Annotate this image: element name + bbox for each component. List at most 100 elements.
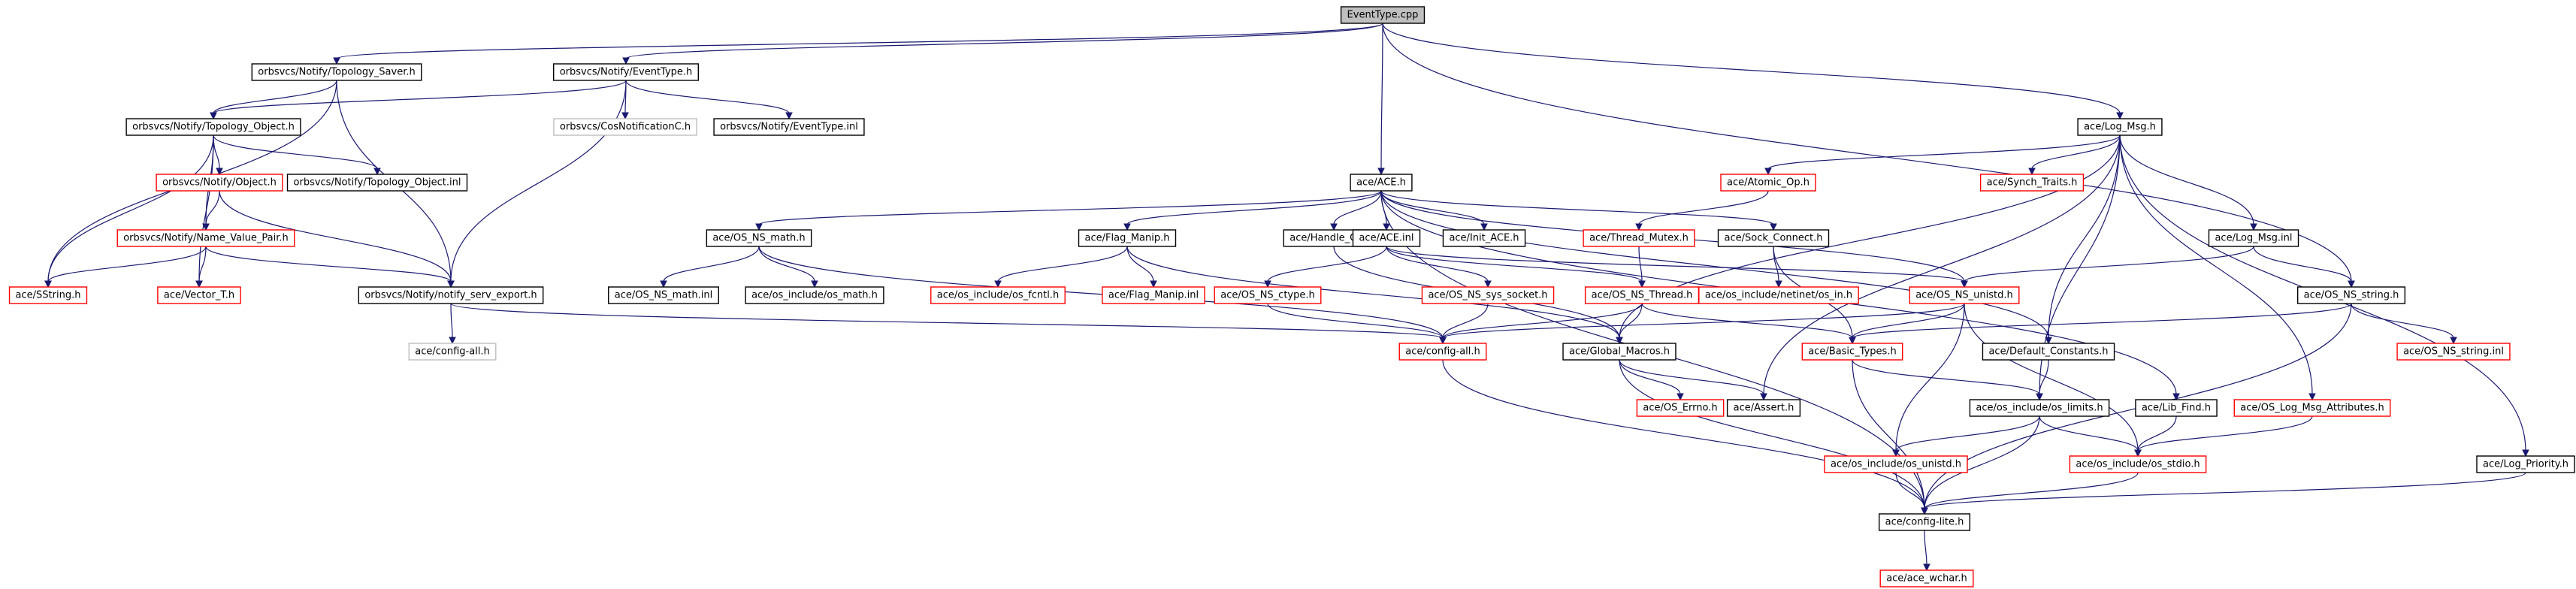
arrowhead-notify_obj-to-nvp — [202, 223, 210, 231]
node-box-sstring[interactable] — [8, 286, 88, 304]
node-os_fcntl[interactable]: ace/os_include/os_fcntl.h — [930, 286, 1066, 304]
node-os_math_inl[interactable]: ace/OS_NS_math.inl — [608, 286, 719, 304]
node-os_ns_string_inl[interactable]: ace/OS_NS_string.inl — [2396, 343, 2511, 361]
node-box-log_priority[interactable] — [2476, 455, 2575, 473]
node-box-synch_traits[interactable] — [1979, 174, 2085, 192]
node-ace_h[interactable]: ace/ACE.h — [1350, 174, 1413, 192]
edge-log_msg-to-assert_h — [1763, 134, 2121, 395]
node-box-init_ace[interactable] — [1442, 229, 1526, 247]
node-box-log_msg_inl[interactable] — [2208, 229, 2299, 247]
node-sock_connect[interactable]: ace/Sock_Connect.h — [1717, 229, 1830, 247]
node-box-evt_h[interactable] — [552, 63, 700, 81]
node-box-config_all[interactable] — [1398, 343, 1487, 361]
node-ace_inl[interactable]: ace/ACE.inl — [1352, 229, 1421, 247]
edge-os_math-to-os_include_math — [758, 246, 815, 282]
node-init_ace[interactable]: ace/Init_ACE.h — [1442, 229, 1526, 247]
node-box-config_lite[interactable] — [1878, 513, 1971, 531]
node-box-config_all_grey[interactable] — [408, 343, 497, 361]
node-os_unistd[interactable]: ace/OS_NS_unistd.h — [1909, 286, 2020, 304]
node-box-os_fcntl[interactable] — [930, 286, 1066, 304]
node-global_macros[interactable]: ace/Global_Macros.h — [1562, 343, 1677, 361]
node-flag_manip[interactable]: ace/Flag_Manip.h — [1078, 229, 1177, 247]
node-box-default_consts[interactable] — [1982, 343, 2115, 361]
node-os_math[interactable]: ace/OS_NS_math.h — [706, 229, 812, 247]
node-box-lib_find[interactable] — [2135, 399, 2218, 417]
node-log_msg_attr[interactable]: ace/OS_Log_Msg_Attributes.h — [2233, 399, 2391, 417]
node-box-os_include_math[interactable] — [745, 286, 884, 304]
node-eventtype_cpp[interactable]: EventType.cpp — [1340, 6, 1426, 24]
node-assert_h[interactable]: ace/Assert.h — [1726, 399, 1801, 417]
node-serv_export[interactable]: orbsvcs/Notify/notify_serv_export.h — [358, 286, 544, 304]
node-topo_obj[interactable]: orbsvcs/Notify/Topology_Object.h — [125, 118, 301, 136]
node-cosnotif[interactable]: orbsvcs/CosNotificationC.h — [553, 118, 697, 136]
node-box-topo_obj[interactable] — [125, 118, 301, 136]
node-notify_obj[interactable]: orbsvcs/Notify/Object.h — [156, 174, 283, 192]
node-box-ace_h[interactable] — [1350, 174, 1413, 192]
node-box-vector_t[interactable] — [157, 286, 241, 304]
node-box-os_limits[interactable] — [1969, 399, 2110, 417]
node-box-flag_manip[interactable] — [1078, 229, 1177, 247]
node-box-global_macros[interactable] — [1562, 343, 1677, 361]
node-os_errno[interactable]: ace/OS_Errno.h — [1636, 399, 1725, 417]
node-config_all_grey[interactable]: ace/config-all.h — [408, 343, 497, 361]
node-atomic_op[interactable]: ace/Atomic_Op.h — [1720, 174, 1816, 192]
node-os_stdio[interactable]: ace/os_include/os_stdio.h — [2069, 455, 2207, 473]
node-sstring[interactable]: ace/SString.h — [8, 286, 88, 304]
node-os_inc_unistd[interactable]: ace/os_include/os_unistd.h — [1824, 455, 1968, 473]
node-box-atomic_op[interactable] — [1720, 174, 1816, 192]
node-box-os_math[interactable] — [706, 229, 812, 247]
node-topo_obj_inl[interactable]: orbsvcs/Notify/Topology_Object.inl — [286, 174, 468, 192]
node-ace_wchar[interactable]: ace/ace_wchar.h — [1879, 569, 1974, 587]
node-config_lite[interactable]: ace/config-lite.h — [1878, 513, 1971, 531]
node-sys_socket[interactable]: ace/OS_NS_sys_socket.h — [1421, 286, 1555, 304]
node-basic_types[interactable]: ace/Basic_Types.h — [1801, 343, 1903, 361]
node-box-topo_saver[interactable] — [251, 63, 422, 81]
node-log_msg_inl[interactable]: ace/Log_Msg.inl — [2208, 229, 2299, 247]
node-log_msg[interactable]: ace/Log_Msg.h — [2077, 118, 2163, 136]
node-box-os_ctype[interactable] — [1214, 286, 1322, 304]
node-os_ns_string[interactable]: ace/OS_NS_string.h — [2296, 286, 2406, 304]
node-log_priority[interactable]: ace/Log_Priority.h — [2476, 455, 2575, 473]
node-box-os_stdio[interactable] — [2069, 455, 2207, 473]
node-box-ace_inl[interactable] — [1352, 229, 1421, 247]
node-evt_inl[interactable]: orbsvcs/Notify/EventType.inl — [713, 118, 865, 136]
node-box-basic_types[interactable] — [1801, 343, 1903, 361]
node-synch_traits[interactable]: ace/Synch_Traits.h — [1979, 174, 2085, 192]
node-os_limits[interactable]: ace/os_include/os_limits.h — [1969, 399, 2110, 417]
node-box-os_unistd[interactable] — [1909, 286, 2020, 304]
node-box-netinet_in[interactable] — [1698, 286, 1859, 304]
node-box-log_msg[interactable] — [2077, 118, 2163, 136]
node-box-thread_mutex[interactable] — [1583, 229, 1695, 247]
node-box-os_ns_string[interactable] — [2296, 286, 2406, 304]
node-box-nvp[interactable] — [116, 229, 295, 247]
node-default_consts[interactable]: ace/Default_Constants.h — [1982, 343, 2115, 361]
node-box-log_msg_attr[interactable] — [2233, 399, 2391, 417]
node-evt_h[interactable]: orbsvcs/Notify/EventType.h — [552, 63, 700, 81]
node-box-ace_wchar[interactable] — [1879, 569, 1974, 587]
node-box-notify_obj[interactable] — [156, 174, 283, 192]
node-vector_t[interactable]: ace/Vector_T.h — [157, 286, 241, 304]
node-config_all[interactable]: ace/config-all.h — [1398, 343, 1487, 361]
node-topo_saver[interactable]: orbsvcs/Notify/Topology_Saver.h — [251, 63, 422, 81]
node-box-os_ns_string_inl[interactable] — [2396, 343, 2511, 361]
node-box-cosnotif[interactable] — [553, 118, 697, 136]
node-box-sys_socket[interactable] — [1421, 286, 1555, 304]
node-box-eventtype_cpp[interactable] — [1340, 6, 1426, 24]
node-box-os_inc_unistd[interactable] — [1824, 455, 1968, 473]
node-box-evt_inl[interactable] — [713, 118, 865, 136]
node-nvp[interactable]: orbsvcs/Notify/Name_Value_Pair.h — [116, 229, 295, 247]
node-box-sock_connect[interactable] — [1717, 229, 1830, 247]
node-box-serv_export[interactable] — [358, 286, 544, 304]
node-netinet_in[interactable]: ace/os_include/netinet/os_in.h — [1698, 286, 1859, 304]
node-box-flag_manip_inl[interactable] — [1102, 286, 1205, 304]
node-lib_find[interactable]: ace/Lib_Find.h — [2135, 399, 2218, 417]
node-thread_mutex[interactable]: ace/Thread_Mutex.h — [1583, 229, 1695, 247]
node-box-os_math_inl[interactable] — [608, 286, 719, 304]
node-os_ctype[interactable]: ace/OS_NS_ctype.h — [1214, 286, 1322, 304]
node-os_thread[interactable]: ace/OS_NS_Thread.h — [1584, 286, 1700, 304]
node-box-topo_obj_inl[interactable] — [286, 174, 468, 192]
node-flag_manip_inl[interactable]: ace/Flag_Manip.inl — [1102, 286, 1205, 304]
node-box-os_errno[interactable] — [1636, 399, 1725, 417]
node-box-assert_h[interactable] — [1726, 399, 1801, 417]
node-os_include_math[interactable]: ace/os_include/os_math.h — [745, 286, 884, 304]
